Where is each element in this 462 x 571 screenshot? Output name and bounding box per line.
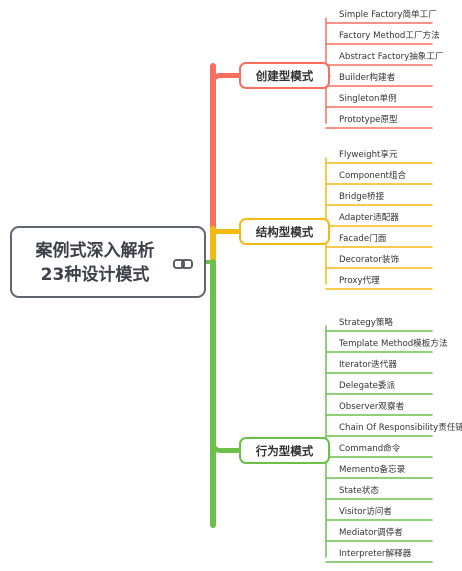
branch-connector-behavioral <box>210 440 242 453</box>
leaf-topic[interactable]: Component组合 <box>339 171 407 181</box>
category-node-structural[interactable]: 结构型模式 <box>239 218 330 245</box>
leaf-topic[interactable]: Builder构建者 <box>339 73 396 83</box>
category-label: 结构型模式 <box>255 224 314 239</box>
leaf-topic[interactable]: Abstract Factory抽象工厂 <box>339 52 444 62</box>
leaf-topic[interactable]: Simple Factory简单工厂 <box>339 10 437 20</box>
leaf-topic[interactable]: Interpreter解释器 <box>339 549 412 559</box>
leaf-topic[interactable]: Mediator调停者 <box>339 528 403 538</box>
leaf-topic[interactable]: Bridge桥接 <box>339 192 385 202</box>
root-title-line1: 案例式深入解析 <box>35 241 155 261</box>
leaf-topic[interactable]: Proxy代理 <box>339 276 380 286</box>
leaf-topic[interactable]: Command命令 <box>339 444 401 454</box>
leaf-topic[interactable]: Template Method模板方法 <box>339 339 448 349</box>
leaf-topic[interactable]: Delegate委派 <box>339 381 396 391</box>
leaf-topic[interactable]: Memento备忘录 <box>339 465 406 475</box>
root-topic[interactable]: 案例式深入解析 23种设计模式 <box>10 226 206 298</box>
leaf-topic[interactable]: Chain Of Responsibility责任链 <box>339 423 462 433</box>
leaf-topic[interactable]: State状态 <box>339 486 379 496</box>
link-icon[interactable] <box>172 255 194 273</box>
category-label: 创建型模式 <box>255 68 314 83</box>
leaf-topic[interactable]: Facade门面 <box>339 234 387 244</box>
leaf-topic[interactable]: Adapter适配器 <box>339 213 399 223</box>
leaf-topic[interactable]: Factory Method工厂方法 <box>339 31 440 41</box>
category-node-behavioral[interactable]: 行为型模式 <box>239 437 330 464</box>
root-title-line2: 23种设计模式 <box>40 265 150 285</box>
leaf-topic[interactable]: Decorator装饰 <box>339 255 400 265</box>
leaf-topic[interactable]: Flyweight享元 <box>339 150 398 160</box>
leaf-topic[interactable]: Singleton单例 <box>339 94 397 104</box>
category-node-creational[interactable]: 创建型模式 <box>239 62 330 89</box>
leaf-topic[interactable]: Prototype原型 <box>339 115 398 125</box>
leaf-topic[interactable]: Visitor访问者 <box>339 507 392 517</box>
leaf-topic[interactable]: Strategy策略 <box>339 318 394 328</box>
leaf-topic[interactable]: Iterator迭代器 <box>339 360 397 370</box>
leaf-topic[interactable]: Observer观察者 <box>339 402 405 412</box>
category-label: 行为型模式 <box>255 443 314 458</box>
branch-connector-creational <box>210 73 242 86</box>
